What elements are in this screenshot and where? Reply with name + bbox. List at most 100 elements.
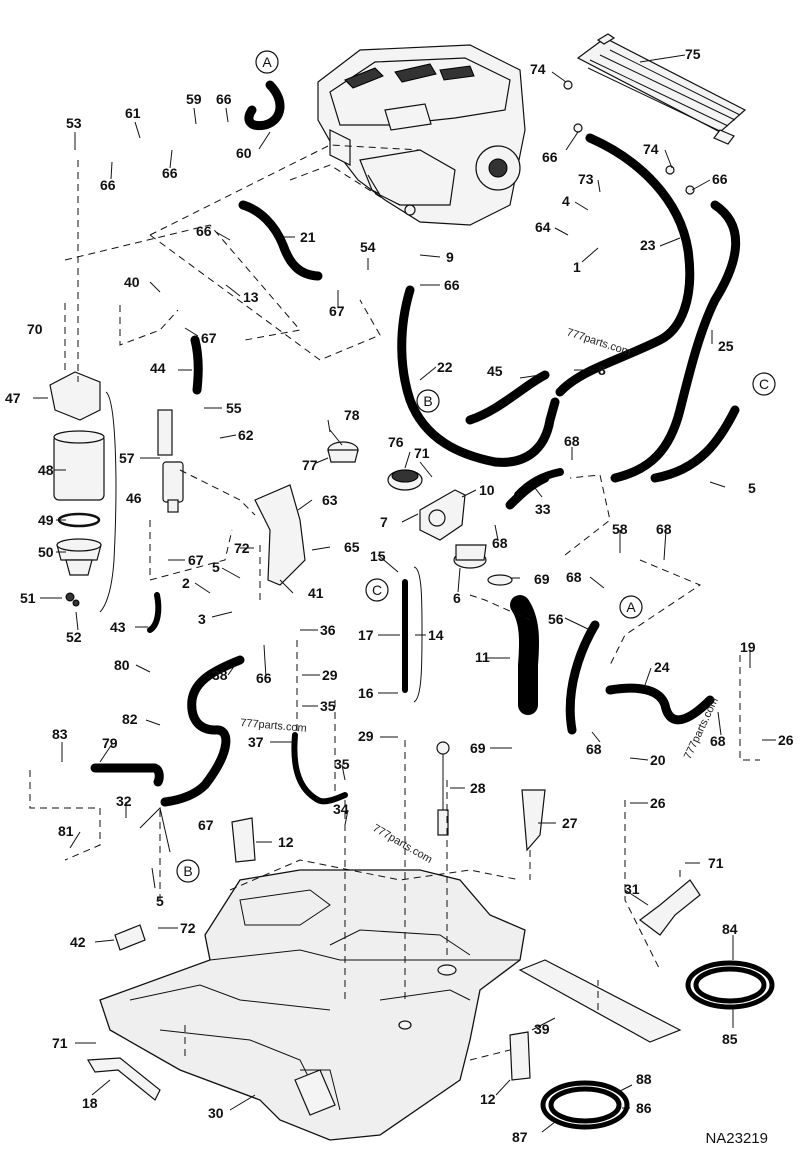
part-label: 7 <box>380 514 388 530</box>
part-label: 53 <box>66 115 82 131</box>
part-label: 65 <box>344 539 360 555</box>
part-label: 38 <box>212 667 228 683</box>
part-label: 66 <box>216 91 232 107</box>
part-label: 40 <box>124 274 140 290</box>
part-label: 72 <box>234 540 250 556</box>
part-label: 67 <box>188 552 204 568</box>
part-label: 5 <box>156 893 164 909</box>
part-label: 74 <box>530 61 546 77</box>
part-label: 50 <box>38 544 54 560</box>
part-label: 33 <box>535 501 551 517</box>
hoses <box>90 80 741 807</box>
part-label: 66 <box>196 223 212 239</box>
part-label: 71 <box>708 855 724 871</box>
part-label: 3 <box>198 611 206 627</box>
watermark-text: 777parts.com <box>371 822 435 866</box>
callout-label: B <box>423 393 432 409</box>
part-label: 69 <box>470 740 486 756</box>
part-label: 68 <box>492 535 508 551</box>
part-label: 2 <box>182 575 190 591</box>
part-label: 64 <box>535 219 551 235</box>
part-label: 32 <box>116 793 132 809</box>
part-label: 43 <box>110 619 126 635</box>
part-label: 35 <box>320 698 336 714</box>
part-label: 73 <box>578 171 594 187</box>
part-label: 5 <box>212 559 220 575</box>
part-label: 82 <box>122 711 138 727</box>
part-label: 42 <box>70 934 86 950</box>
part-label: 68 <box>566 569 582 585</box>
part-label: 18 <box>82 1095 98 1111</box>
part-label: 83 <box>52 726 68 742</box>
part-label: 66 <box>444 277 460 293</box>
part-label: 15 <box>370 548 386 564</box>
callout-label: B <box>183 863 192 879</box>
part-label: 56 <box>548 611 564 627</box>
part-label: 81 <box>58 823 74 839</box>
part-label: 68 <box>656 521 672 537</box>
leader-lines <box>33 54 776 1133</box>
part-label: 29 <box>358 728 374 744</box>
part-label: 86 <box>636 1100 652 1116</box>
part-label: 49 <box>38 512 54 528</box>
part-label: 74 <box>643 141 659 157</box>
part-label: 45 <box>487 363 503 379</box>
part-label: 23 <box>640 237 656 253</box>
part-label: 11 <box>475 649 490 665</box>
part-label: 67 <box>201 330 217 346</box>
part-label: 6 <box>453 590 461 606</box>
engine-illustration <box>317 44 526 226</box>
part-label: 58 <box>612 521 628 537</box>
part-label: 63 <box>322 492 338 508</box>
part-label: 71 <box>414 445 430 461</box>
part-label: 9 <box>446 249 454 265</box>
part-label: 26 <box>650 795 666 811</box>
part-label: 68 <box>586 741 602 757</box>
part-label: 68 <box>564 433 580 449</box>
part-label: 80 <box>114 657 130 673</box>
part-label: 5 <box>748 480 756 496</box>
fuel-pump <box>157 409 184 513</box>
part-label: 44 <box>150 360 166 376</box>
part-label: 41 <box>308 585 324 601</box>
part-label: 76 <box>388 434 404 450</box>
part-label: 37 <box>248 734 264 750</box>
part-number-labels: 74 75 66 74 66 73 4 64 1 23 25 53 61 59 … <box>5 46 794 1145</box>
fuel-filter-assembly <box>49 371 117 613</box>
bracket-41 <box>254 484 306 586</box>
part-label: 31 <box>624 881 640 897</box>
part-label: 59 <box>186 91 202 107</box>
part-label: 16 <box>358 685 374 701</box>
part-label: 61 <box>125 105 141 121</box>
part-label: 66 <box>162 165 178 181</box>
part-label: 67 <box>198 817 214 833</box>
part-label: 39 <box>534 1021 550 1037</box>
callout-label: C <box>372 582 382 598</box>
fuel-cap <box>327 429 359 463</box>
part-label: 51 <box>20 590 36 606</box>
part-label: 19 <box>740 639 756 655</box>
part-label: 70 <box>27 321 43 337</box>
group-bracket-14 <box>413 566 423 703</box>
part-label: 78 <box>344 407 360 423</box>
part-label: 46 <box>126 490 142 506</box>
callout-circles: A B C A C B <box>176 50 776 883</box>
part-label: 84 <box>722 921 738 937</box>
part-label: 25 <box>718 338 734 354</box>
part-label: 67 <box>329 303 345 319</box>
injection-pump-parts <box>387 469 513 586</box>
part-label: 26 <box>778 732 794 748</box>
watermark-text: 777parts.com <box>565 326 632 358</box>
sending-unit <box>436 741 546 852</box>
part-label: 24 <box>654 659 670 675</box>
assembly-lines <box>29 144 760 1061</box>
part-label: 35 <box>334 756 350 772</box>
part-label: 12 <box>278 834 294 850</box>
part-label: 8 <box>598 362 606 378</box>
part-label: 30 <box>208 1105 224 1121</box>
part-label: 12 <box>480 1091 496 1107</box>
part-label: 29 <box>322 667 338 683</box>
part-label: 28 <box>470 780 486 796</box>
part-label: 34 <box>333 801 349 817</box>
